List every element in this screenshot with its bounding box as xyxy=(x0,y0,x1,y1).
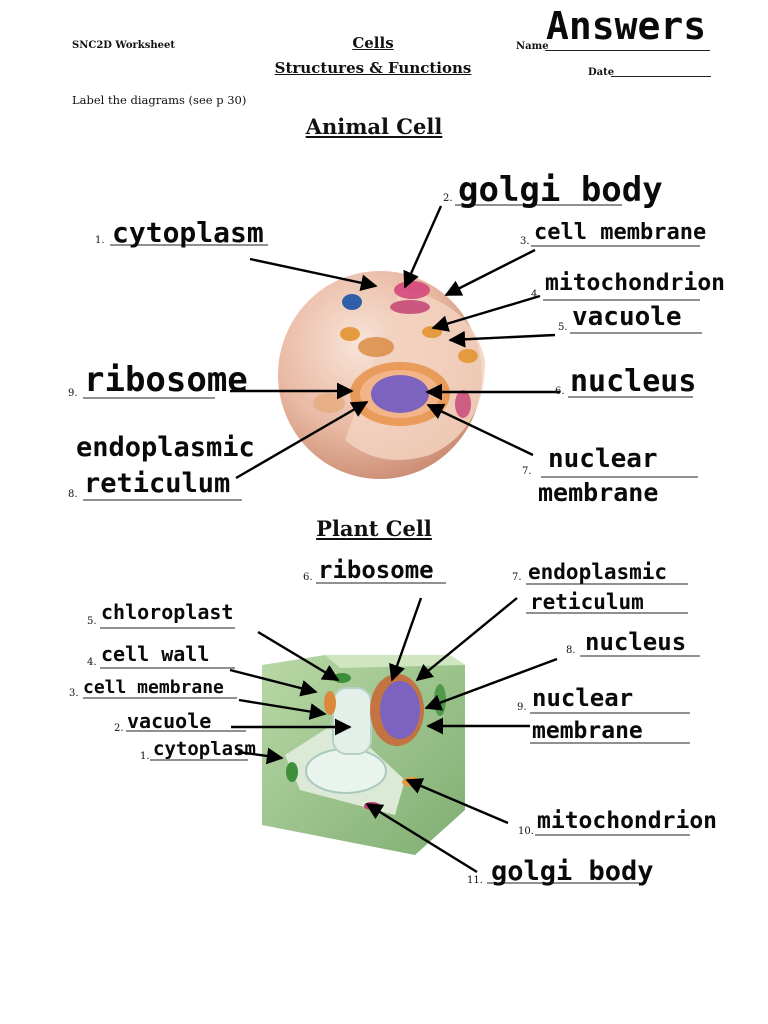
animal-label-7-answer-line1: nuclear xyxy=(548,444,658,474)
plant-label-9-answer-line1: nuclear xyxy=(532,684,634,712)
plant-label-6-number: 6. xyxy=(303,572,313,583)
animal-label-1-answer: cytoplasm xyxy=(112,216,264,249)
plant-label-7-answer-line2: reticulum xyxy=(530,590,644,614)
animal-label-3-number: 3. xyxy=(520,236,530,247)
plant-label-6-answer: ribosome xyxy=(318,556,434,584)
animal-arrows xyxy=(230,205,560,480)
plant-label-4-answer: cell wall xyxy=(101,642,210,666)
animal-label-1-number: 1. xyxy=(95,235,105,246)
animal-label-6-number: 6. xyxy=(555,386,565,397)
plant-label-8-answer: nucleus xyxy=(585,628,687,656)
plant-label-7-number: 7. xyxy=(512,572,522,583)
plant-label-9-answer-line2: membrane xyxy=(532,718,643,744)
animal-label-5-answer: vacuole xyxy=(572,302,682,332)
instructions: Label the diagrams (see p 30) xyxy=(72,93,247,107)
animal-label-2-number: 2. xyxy=(443,193,453,204)
plant-label-9-number: 9. xyxy=(517,702,527,713)
animal-label-4-answer: mitochondrion xyxy=(545,270,726,296)
animal-label-4-number: 4. xyxy=(531,289,541,300)
name-line xyxy=(545,50,710,51)
plant-label-11-number: 11. xyxy=(467,875,483,886)
plant-label-5-number: 5. xyxy=(87,616,97,627)
plant-label-10-number: 10. xyxy=(518,826,534,837)
plant-label-2-number: 2. xyxy=(114,723,124,734)
animal-label-6-answer: nucleus xyxy=(570,364,697,399)
animal-label-8-answer-line2: reticulum xyxy=(84,468,231,499)
date-line xyxy=(611,76,711,77)
course-code: SNC2D Worksheet xyxy=(72,40,175,51)
plant-label-2-answer: vacuole xyxy=(127,709,212,733)
name-value: Answers xyxy=(546,4,707,48)
plant-label-3-number: 3. xyxy=(69,688,79,699)
animal-label-3-answer: cell membrane xyxy=(534,220,707,245)
plant-label-8-number: 8. xyxy=(566,645,576,656)
animal-label-7-number: 7. xyxy=(522,466,532,477)
animal-label-9-number: 9. xyxy=(68,388,78,399)
plant-cell-heading: Plant Cell xyxy=(316,516,432,541)
plant-label-1-answer: cytoplasm xyxy=(153,738,256,760)
plant-label-7-answer-line1: endoplasmic xyxy=(528,560,668,584)
answer-lines xyxy=(83,204,702,884)
date-label: Date xyxy=(588,67,615,78)
plant-label-5-answer: chloroplast xyxy=(101,600,234,624)
plant-label-1-number: 1. xyxy=(140,751,150,762)
animal-label-2-answer: golgi body xyxy=(458,170,663,210)
animal-label-7-answer-line2: membrane xyxy=(538,478,659,507)
title-structures: Structures & Functions xyxy=(274,59,472,77)
animal-label-5-number: 5. xyxy=(558,322,568,333)
plant-arrows xyxy=(229,597,558,874)
animal-label-8-answer-line1: endoplasmic xyxy=(76,432,255,463)
plant-label-10-answer: mitochondrion xyxy=(537,808,718,834)
title-cells: Cells xyxy=(352,34,394,52)
name-label: Name xyxy=(516,41,549,52)
animal-cell-diagram xyxy=(278,271,485,479)
animal-label-8-number: 8. xyxy=(68,489,78,500)
plant-label-4-number: 4. xyxy=(87,657,97,668)
animal-cell-heading: Animal Cell xyxy=(305,114,443,139)
plant-label-3-answer: cell membrane xyxy=(83,677,224,698)
plant-label-11-answer: golgi body xyxy=(491,856,654,887)
animal-label-9-answer: ribosome xyxy=(84,360,248,400)
